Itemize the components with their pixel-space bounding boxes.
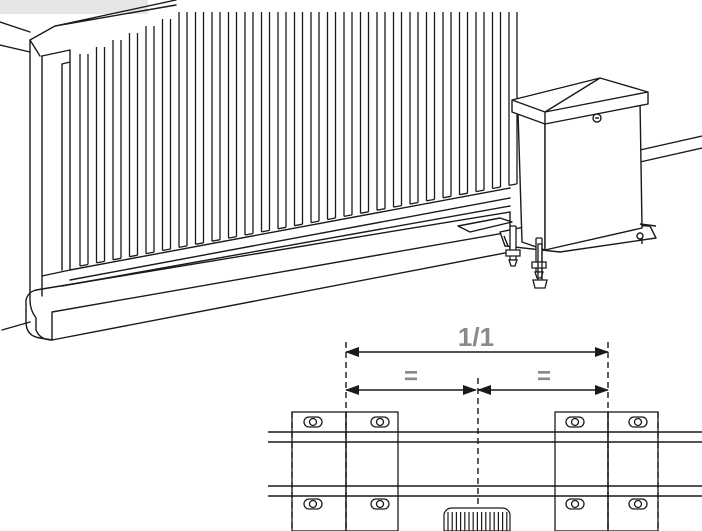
mounting-plate-right-a [554,411,609,531]
slot-hole [370,416,390,428]
gate-bar [95,47,106,264]
slot-hole [628,498,648,510]
gate-inner-frame-2 [61,61,71,271]
drive-pinion-gear [443,507,511,531]
motor-lid-ridge [511,77,649,124]
total-label: 1/1 [458,322,494,352]
mounting-plan [268,342,702,531]
rails [268,431,702,497]
gate-bar [145,26,155,255]
gate-bar [244,12,254,236]
mounting-plate-left-b [345,411,399,531]
gate-bar [128,33,139,258]
gate-bar [392,12,403,208]
background-wall-lines [0,21,31,331]
gate-bar [161,19,172,252]
motor-body [517,111,546,251]
slot-hole [565,416,585,428]
gate-bottom-rail [61,187,511,287]
gate-left-post [29,39,53,341]
gate-bar [359,12,370,214]
gate-inner-frame [41,49,71,277]
equal-right-label: = [537,363,551,390]
gate-bar [277,12,287,230]
gate-bars [79,12,518,267]
rack-plate [457,217,513,233]
slot-hole [303,416,323,428]
gate-bar [425,12,436,202]
gate-bar [508,12,518,187]
gate-bar [178,12,188,249]
mounting-slots [303,416,648,510]
gate-bar [409,12,419,205]
gate-bar [194,12,205,245]
gate-bar [227,12,238,239]
gate-bar [475,12,485,193]
slot-hole [565,498,585,510]
gate-bar [343,12,353,218]
dash-guides [291,342,659,531]
gate-bar [491,12,502,190]
motor-body-front [544,99,643,251]
equal-left-label: = [404,363,418,390]
gate-bar [211,12,221,242]
gate-bar [458,12,469,196]
mounting-plate-left-a [291,411,347,531]
gate-bar [79,54,89,267]
gate-motor-housing [499,77,657,253]
gate-bottom-beam [35,211,511,341]
slot-hole [370,498,390,510]
anchor-bolts [505,225,548,289]
gate-top-rail [29,0,177,57]
gate-bar [310,12,320,224]
gate-bar [326,12,337,221]
gate-bar [112,40,122,261]
gate-bar [293,12,304,227]
ground-line [639,135,702,163]
mounting-plate-right-b [607,411,659,531]
dimension-marks [345,347,609,395]
slot-hole [628,416,648,428]
corner-tab [0,0,148,14]
gate-bottom-toe [25,289,53,341]
slot-hole [303,498,323,510]
gate-bar [260,12,271,233]
gate-bar [376,12,386,211]
gate-bar [442,12,452,199]
